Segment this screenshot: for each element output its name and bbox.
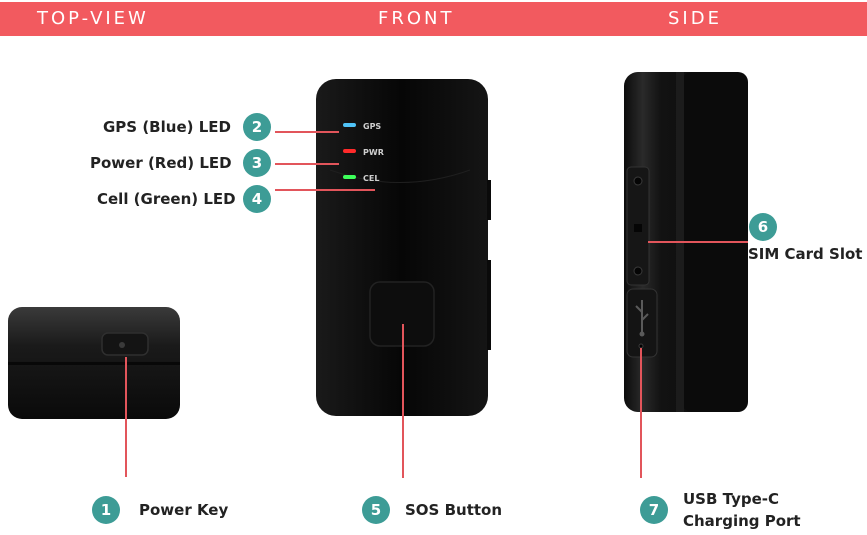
leader-line-cel xyxy=(275,189,375,191)
cel-led-icon xyxy=(343,175,356,179)
top-view-device xyxy=(8,307,180,419)
leader-line-sos xyxy=(402,324,404,478)
badge-3: 3 xyxy=(243,149,271,177)
badge-4: 4 xyxy=(243,185,271,213)
svg-text:PWR: PWR xyxy=(363,148,384,157)
pwr-led-icon xyxy=(343,149,356,153)
svg-text:CEL: CEL xyxy=(363,174,379,183)
gps-led-icon xyxy=(343,123,356,127)
leader-line-usb xyxy=(640,348,642,478)
leader-line-power-key xyxy=(125,357,127,477)
badge-5: 5 xyxy=(362,496,390,524)
svg-text:GPS: GPS xyxy=(363,122,381,131)
badge-2: 2 xyxy=(243,113,271,141)
header-bar xyxy=(0,2,867,36)
leader-line-sim xyxy=(648,241,748,243)
section-title-front: FRONT xyxy=(378,8,455,29)
power-key-icon xyxy=(101,332,149,356)
label-usb-line2: Charging Port xyxy=(683,512,801,530)
leader-line-gps xyxy=(275,131,339,133)
section-title-top-view: TOP-VIEW xyxy=(37,8,149,29)
section-title-side: SIDE xyxy=(668,8,722,29)
leader-line-pwr xyxy=(275,163,339,165)
label-usb-line1: USB Type-C xyxy=(683,490,780,508)
label-sim-card-slot: SIM Card Slot xyxy=(748,245,863,263)
badge-6: 6 xyxy=(749,213,777,241)
label-power-led: Power (Red) LED xyxy=(90,154,232,172)
badge-1: 1 xyxy=(92,496,120,524)
badge-7: 7 xyxy=(640,496,668,524)
label-power-key: Power Key xyxy=(139,501,229,519)
label-gps-led: GPS (Blue) LED xyxy=(103,118,231,136)
label-sos-button: SOS Button xyxy=(405,501,503,519)
front-device: GPS PWR CEL xyxy=(316,79,491,416)
label-cell-led: Cell (Green) LED xyxy=(97,190,236,208)
